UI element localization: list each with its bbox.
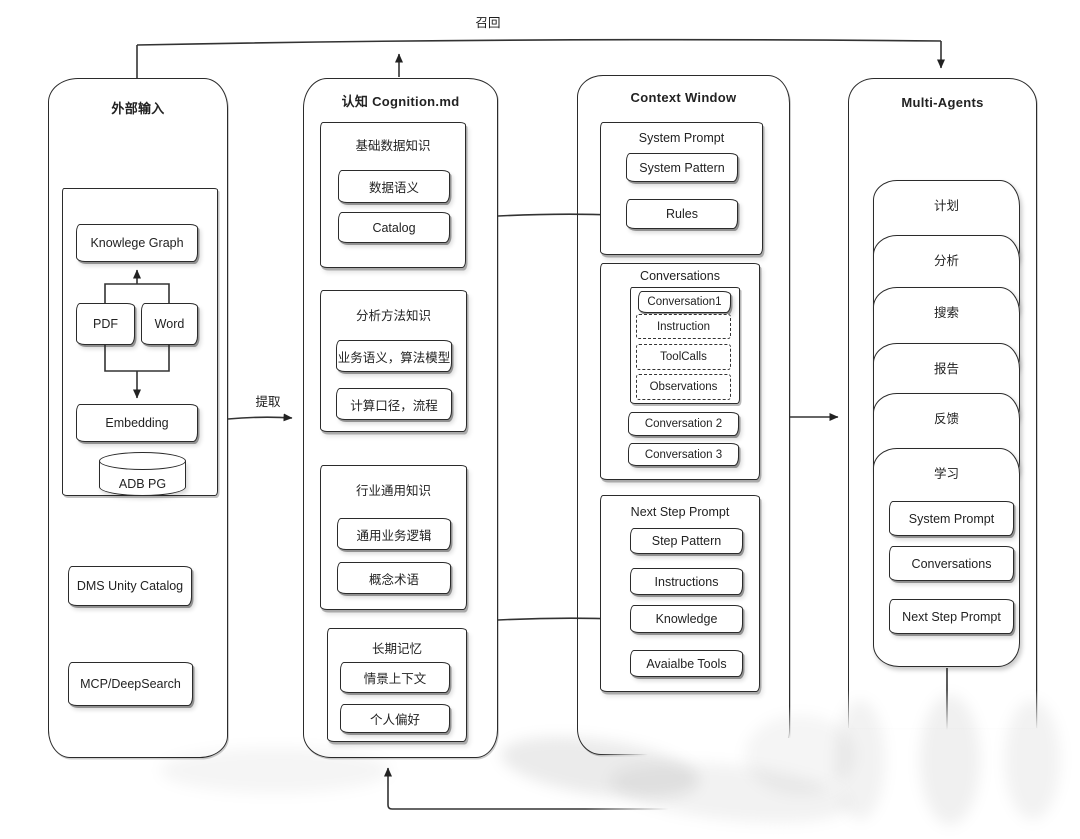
smudge-2 <box>607 752 853 833</box>
industry-general-knowledge-title: 行业通用知识 <box>355 484 431 498</box>
agent-analysis-label: 分析 <box>933 254 959 268</box>
agent-card-learning: 学习 System Prompt Conversations Next Step… <box>873 448 1020 667</box>
next-step-prompt-title: Next Step Prompt <box>630 505 730 519</box>
extract-arrow <box>227 413 293 422</box>
context-window-title: Context Window <box>630 90 737 105</box>
fade-feedback-line <box>585 794 965 824</box>
conversations-title: Conversations <box>640 269 720 283</box>
personal-preference-box: 个人偏好 <box>340 704 450 733</box>
step-pattern-box: Step Pattern <box>630 528 743 554</box>
conversation3-box: Conversation 3 <box>628 443 739 466</box>
external-input-title: 外部输入 <box>111 101 165 116</box>
adb-pg-label: ADB PG <box>118 477 167 491</box>
agent-plan-label: 计划 <box>933 199 959 213</box>
business-semantics-box: 业务语义，算法模型 <box>336 340 452 372</box>
observations-box: Observations <box>636 374 731 400</box>
analysis-method-knowledge-title: 分析方法知识 <box>355 309 431 323</box>
adb-pg-cylinder: ADB PG <box>99 452 186 496</box>
learning-system-prompt-box: System Prompt <box>889 501 1014 536</box>
conversation1-box: Conversation1 <box>638 291 731 313</box>
toolcalls-box: ToolCalls <box>636 344 731 370</box>
dms-unity-catalog-box: DMS Unity Catalog <box>68 566 192 606</box>
general-business-logic-box: 通用业务逻辑 <box>337 518 451 550</box>
data-semantics-box: 数据语义 <box>338 170 450 203</box>
multi-agents-column <box>848 78 1037 728</box>
embedding-box: Embedding <box>76 404 198 442</box>
recall-top-line <box>136 38 942 46</box>
system-prompt-group <box>600 122 763 255</box>
cognition-column <box>303 78 498 758</box>
knowledge-graph-box: Knowlege Graph <box>76 224 198 262</box>
extract-label: 提取 <box>255 395 281 409</box>
cylinder-top-ellipse <box>99 452 186 470</box>
cognition-title: 认知 Cognition.md <box>341 94 460 109</box>
external-input-column <box>48 78 228 758</box>
instructions-box: Instructions <box>630 568 743 595</box>
catalog-box: Catalog <box>338 212 450 243</box>
concept-terms-box: 概念术语 <box>337 562 451 594</box>
agent-report-label: 报告 <box>933 362 959 376</box>
system-prompt-title: System Prompt <box>638 131 725 145</box>
mcp-deepsearch-box: MCP/DeepSearch <box>68 662 193 706</box>
agent-learning-label: 学习 <box>933 467 959 481</box>
learning-next-step-prompt-box: Next Step Prompt <box>889 599 1014 634</box>
agent-feedback-label: 反馈 <box>933 412 959 426</box>
long-term-memory-title: 长期记忆 <box>371 642 422 656</box>
agent-search-label: 搜索 <box>933 306 959 320</box>
learning-conversations-box: Conversations <box>889 546 1014 581</box>
pdf-box: PDF <box>76 303 135 345</box>
conversation2-box: Conversation 2 <box>628 412 739 436</box>
knowledge-box: Knowledge <box>630 605 743 633</box>
available-tools-box: Avaialbe Tools <box>630 650 743 677</box>
recall-label: 召回 <box>475 16 501 30</box>
multi-agents-title: Multi-Agents <box>901 95 984 110</box>
instruction-box: Instruction <box>636 314 731 339</box>
word-box: Word <box>141 303 198 345</box>
context-scene-box: 情景上下文 <box>340 662 450 693</box>
basic-data-knowledge-title: 基础数据知识 <box>355 139 431 153</box>
rules-box: Rules <box>626 199 738 229</box>
system-pattern-box: System Pattern <box>626 153 738 182</box>
calculation-caliber-box: 计算口径，流程 <box>336 388 452 420</box>
